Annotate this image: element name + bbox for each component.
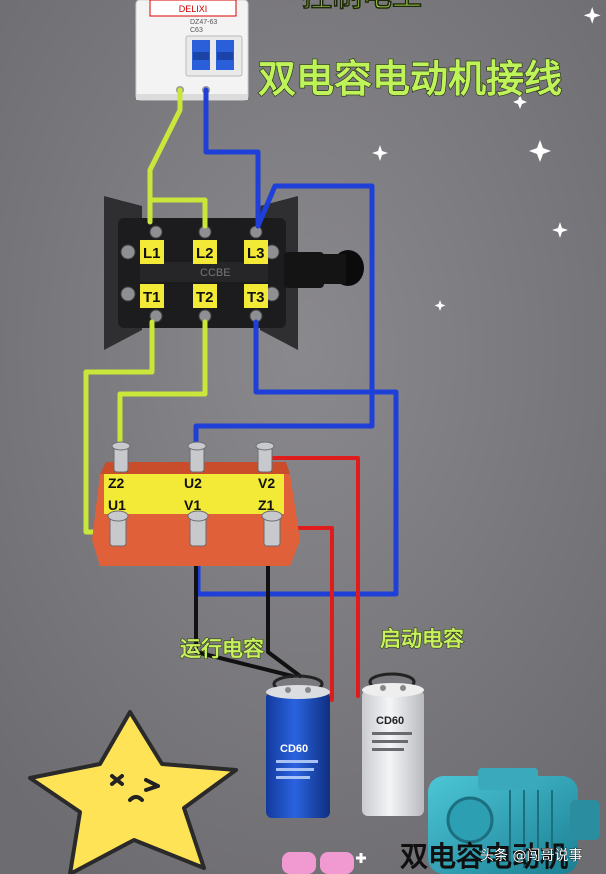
sparkle-icon (372, 7, 601, 311)
switch-input-terminals: L1 L2 L3 (140, 240, 268, 264)
terminal-u1: U1 (108, 497, 126, 513)
pink-sticker-icon (282, 852, 366, 874)
bottom-caption: 双电容电动机 (400, 840, 568, 873)
terminal-t2: T2 (196, 289, 214, 306)
switch-output-terminals: T1 T2 T3 (140, 284, 268, 308)
terminal-t1: T1 (143, 289, 161, 306)
wire-l1 (147, 87, 183, 225)
breaker-model: DZ47-63 (190, 19, 217, 26)
wire-black-v1 (194, 526, 294, 678)
motor-terminal-block: Z2 U2 V2 U1 V1 Z1 (92, 441, 300, 566)
run-capacitor-label: 运行电容 (180, 637, 264, 661)
wire-l3-loop (193, 183, 375, 455)
terminal-l1: L1 (143, 245, 161, 262)
terminal-z2: Z2 (108, 475, 125, 491)
top-partial-title: 控制电工 (302, 0, 422, 14)
page-title: 双电容电动机接线 (258, 57, 562, 101)
wire-black-z1 (266, 526, 302, 678)
wire-l2 (147, 197, 208, 229)
start-capacitor-label: 启动电容 (380, 627, 464, 651)
terminal-v1: V1 (184, 497, 201, 513)
breaker-rating: C63 (190, 27, 203, 34)
terminal-t3: T3 (247, 289, 265, 306)
circuit-breaker: DELIXI DZ47-63 C63 (135, 0, 249, 101)
wire-red-v2 (268, 456, 360, 698)
watermark: 头条 @闯哥说事 (480, 847, 582, 864)
run-capacitor: CD60 (266, 674, 330, 818)
terminal-l2: L2 (196, 245, 214, 262)
motor-icon (428, 768, 600, 874)
smiling-star-icon (28, 710, 238, 874)
terminal-u2: U2 (184, 475, 202, 491)
terminal-v2: V2 (258, 475, 275, 491)
wires (83, 87, 399, 702)
start-capacitor-brand: CD60 (376, 715, 404, 727)
run-capacitor-brand: CD60 (280, 743, 308, 755)
terminal-z1: Z1 (258, 497, 275, 513)
switch-logo: CCBE (200, 267, 231, 279)
wire-t2 (117, 319, 208, 455)
terminal-l3: L3 (247, 245, 265, 262)
start-capacitor: CD60 (362, 672, 424, 816)
breaker-brand: DELIXI (179, 4, 208, 14)
wire-l3 (203, 87, 261, 229)
